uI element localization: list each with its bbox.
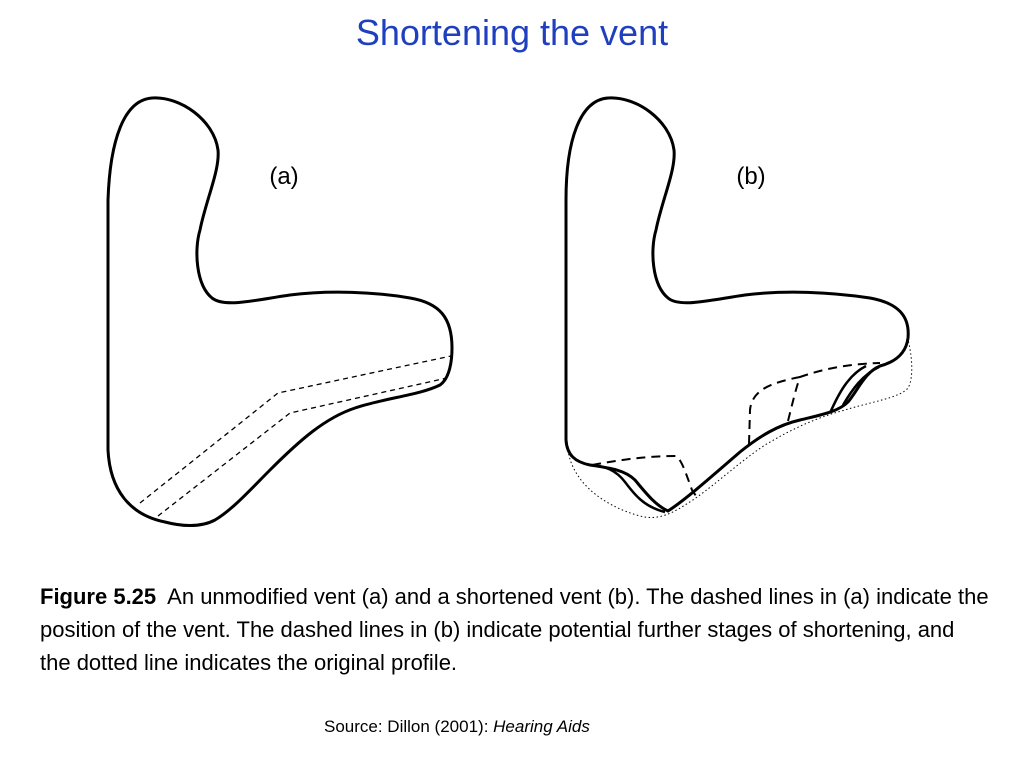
source-credit: Source: Dillon (2001): Hearing Aids <box>324 717 590 737</box>
shortening-cut-solid-right-1 <box>828 364 867 414</box>
figure-caption-text: An unmodified vent (a) and a shortened v… <box>40 584 989 675</box>
panel-b: (b) <box>564 96 913 519</box>
vent-line-upper-a <box>139 355 452 504</box>
shortening-cut-solid-left <box>589 463 666 514</box>
panel-label-b: (b) <box>736 163 765 190</box>
shortening-stage-dashed-right-1 <box>748 376 801 445</box>
figure-caption: Figure 5.25 An unmodified vent (a) and a… <box>40 580 990 679</box>
source-book-title: Hearing Aids <box>493 717 590 736</box>
figure-label: Figure 5.25 <box>40 584 157 609</box>
source-prefix: Source: Dillon (2001): <box>324 717 494 736</box>
vent-line-lower-a <box>157 377 448 517</box>
shortening-cut-solid-right-2 <box>841 365 880 406</box>
slide-title: Shortening the vent <box>355 12 669 53</box>
shortening-stage-dashed-left <box>591 454 697 497</box>
original-profile-dotted <box>567 339 913 519</box>
earmold-outline-a <box>106 96 454 527</box>
shortening-stage-dashed-right-2 <box>787 362 881 422</box>
panel-a: (a) <box>106 96 454 527</box>
earmold-outline-b <box>564 96 910 513</box>
panel-label-a: (a) <box>269 163 298 190</box>
